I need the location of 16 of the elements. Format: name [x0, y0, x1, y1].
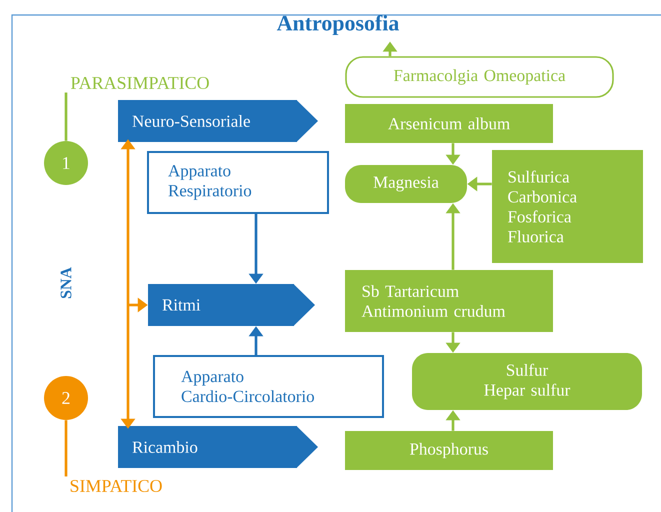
side-label: SNA: [60, 267, 72, 298]
remedy-box: Sb Tartaricum Antimonium crudum: [345, 270, 553, 332]
arrow-box: Ricambio: [118, 426, 318, 468]
system-label: PARASIMPATICO: [70, 76, 209, 90]
remedy-box: Phosphorus: [345, 431, 553, 470]
category-box: Farmacolgia Omeopatica: [345, 56, 614, 98]
remedy-box: Sulfurica Carbonica Fosforica Fluorica: [492, 150, 643, 263]
remedy-box: Arsenicum album: [345, 104, 553, 143]
organ-box: Apparato Cardio-Circolatorio: [153, 355, 384, 418]
remedy-box: Magnesia: [345, 165, 467, 203]
system-label: SIMPATICO: [70, 480, 162, 492]
arrow-box: Ritmi: [148, 284, 315, 326]
organ-box: Apparato Respiratorio: [147, 151, 329, 214]
remedy-box: Sulfur Hepar sulfur: [412, 353, 642, 410]
title: Antroposofia: [276, 14, 399, 36]
arrow-box: Neuro-Sensoriale: [118, 100, 318, 142]
